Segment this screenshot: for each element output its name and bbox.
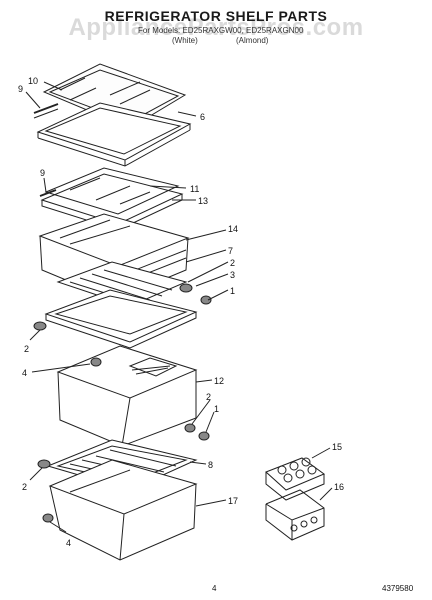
color-left: (White) [172, 36, 198, 45]
callout-2-mid: 2 [206, 392, 211, 402]
shelf-support-clips [33, 283, 212, 523]
part-number: 4379580 [382, 584, 414, 593]
callout-10: 10 [28, 76, 38, 86]
page-title: REFRIGERATOR SHELF PARTS [104, 8, 328, 24]
callout-2-lower: 2 [22, 482, 27, 492]
callout-1: 1 [230, 286, 235, 296]
lower-crisper-drawer [56, 345, 198, 447]
page-number: 4 [212, 584, 217, 593]
leader-lines [25, 81, 333, 533]
callout-4: 4 [22, 368, 27, 378]
callout-11: 11 [190, 184, 199, 194]
callout-4-lower: 4 [66, 538, 71, 548]
callout-3: 3 [230, 270, 235, 280]
callout-15: 15 [332, 442, 342, 452]
crisper-frame [44, 289, 198, 349]
egg-bin [265, 489, 325, 541]
watermark-text: AppliancePartsPros.com [68, 14, 364, 41]
callout-2: 2 [230, 258, 235, 268]
callout-12: 12 [214, 376, 224, 386]
callout-7: 7 [228, 246, 233, 256]
callout-13: 13 [198, 196, 208, 206]
color-right: (Almond) [236, 36, 269, 45]
callout-8: 8 [208, 460, 213, 470]
callout-9: 9 [18, 84, 23, 94]
callout-17: 17 [228, 496, 238, 506]
callout-14: 14 [228, 224, 238, 234]
callout-9-lower: 9 [40, 168, 45, 178]
callout-2-left: 2 [24, 344, 29, 354]
meat-pan [48, 459, 198, 561]
callout-1-mid: 1 [214, 404, 219, 414]
egg-tray [265, 457, 326, 501]
shelf-frame [33, 102, 192, 167]
callout-6: 6 [200, 112, 205, 122]
model-line: For Models: ED25RAXGW00, ED25RAXGN00 [138, 26, 304, 35]
callout-16: 16 [334, 482, 344, 492]
